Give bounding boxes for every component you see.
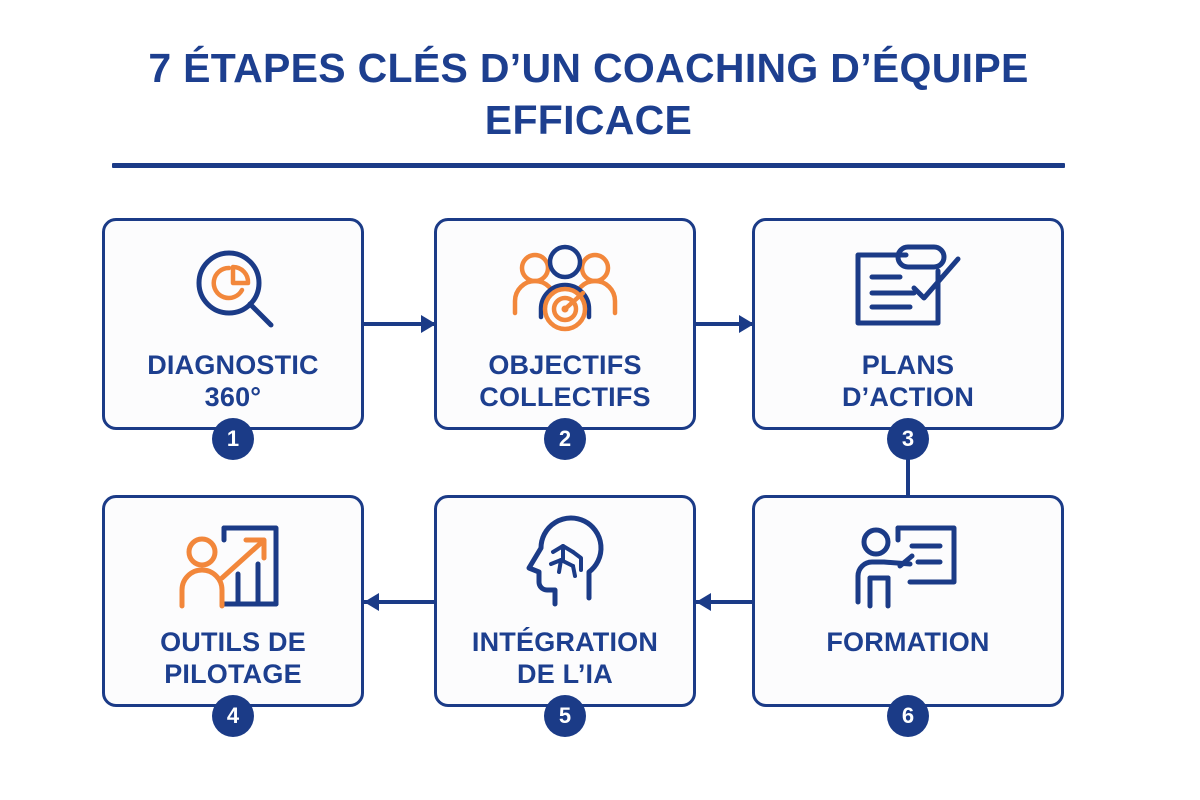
step-card-label: OUTILS DE PILOTAGE (160, 627, 306, 690)
step-card-formation[interactable]: FORMATION (752, 495, 1064, 707)
step-card-diagnostic[interactable]: DIAGNOSTIC 360° (102, 218, 364, 430)
step-badge-6: 6 (887, 695, 929, 737)
step-card-integration-ia[interactable]: INTÉGRATION DE L’IA (434, 495, 696, 707)
step-card-label: OBJECTIFS COLLECTIFS (479, 350, 651, 413)
step-card-outils-pilotage[interactable]: OUTILS DE PILOTAGE (102, 495, 364, 707)
team-target-icon (509, 243, 621, 335)
step-badge-3: 3 (887, 418, 929, 460)
step-card-label: DIAGNOSTIC 360° (147, 350, 319, 413)
step-badge-5: 5 (544, 695, 586, 737)
step-card-label: INTÉGRATION DE L’IA (471, 627, 659, 690)
step-badge-2: 2 (544, 418, 586, 460)
step-card-label: FORMATION (826, 627, 990, 657)
title-block: 7 ÉTAPES CLÉS D’UN COACHING D’ÉQUIPE EFF… (112, 42, 1065, 147)
step-badge-4: 4 (212, 695, 254, 737)
clipboard-checkmark-icon (850, 243, 966, 335)
head-neural-network-icon (519, 515, 611, 612)
presenter-board-icon (854, 520, 962, 612)
connector-step-2-to-3 (696, 322, 754, 326)
magnifier-pie-chart-icon (185, 243, 281, 335)
title-divider (112, 163, 1065, 168)
connector-step-3-to-6 (906, 430, 910, 497)
step-badge-1: 1 (212, 418, 254, 460)
step-card-label: PLANS D’ACTION (841, 350, 975, 413)
person-growth-chart-icon (179, 520, 286, 612)
connector-step-5-to-4 (364, 600, 436, 604)
page-title: 7 ÉTAPES CLÉS D’UN COACHING D’ÉQUIPE EFF… (148, 45, 1029, 144)
connector-step-6-to-5 (696, 600, 754, 604)
connector-step-1-to-2 (364, 322, 436, 326)
step-card-plans-action[interactable]: PLANS D’ACTION (752, 218, 1064, 430)
step-card-objectifs[interactable]: OBJECTIFS COLLECTIFS (434, 218, 696, 430)
